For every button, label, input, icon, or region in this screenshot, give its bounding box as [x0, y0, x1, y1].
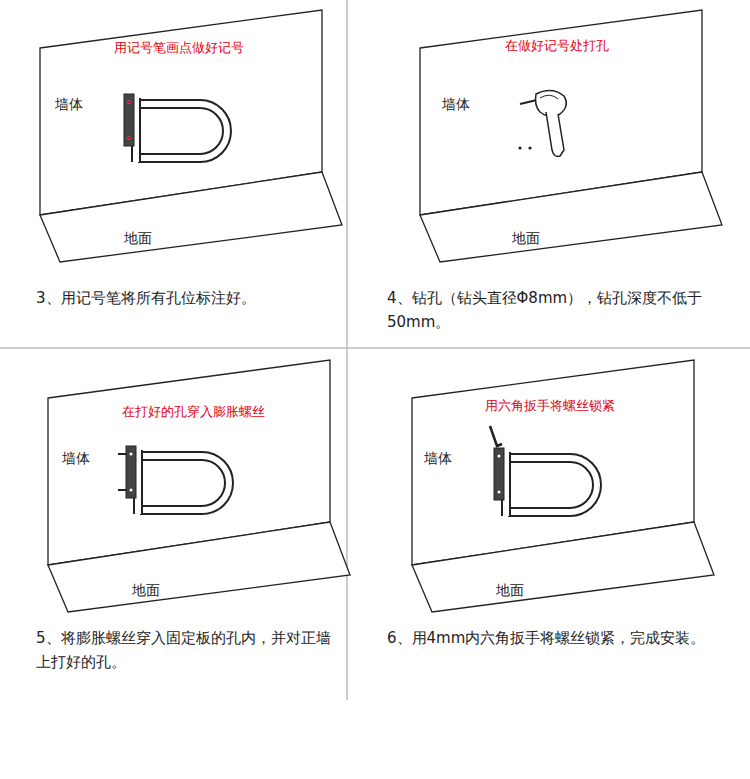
drill: [520, 90, 566, 156]
step-caption: 4、钻孔（钻头直径Φ8mm），钻孔深度不低于50mm。: [387, 286, 717, 334]
grab-bar: [126, 446, 229, 514]
divider: [346, 0, 348, 700]
grab-bar: [124, 94, 227, 162]
hex-wrench: [490, 426, 502, 446]
room: [420, 10, 722, 262]
wall-label: 墙体: [442, 96, 470, 113]
divider: [0, 347, 750, 349]
callout-note: 用六角扳手将螺丝锁紧: [483, 398, 617, 414]
wall-label: 墙体: [62, 450, 90, 467]
floor-label: 地面: [132, 582, 160, 599]
room: [48, 360, 350, 612]
wall-label: 墙体: [424, 450, 452, 467]
wall-label: 墙体: [55, 96, 83, 113]
callout-note: 用记号笔画点做好记号: [112, 40, 246, 56]
room: [40, 10, 342, 262]
floor-label: 地面: [496, 582, 524, 599]
room: [412, 360, 714, 612]
step-caption: 6、用4mm内六角扳手将螺丝锁紧，完成安装。: [387, 626, 717, 650]
callout-note: 在做好记号处打孔: [503, 38, 611, 54]
step-caption: 5、将膨胀螺丝穿入固定板的孔内，并对正墙上打好的孔。: [36, 626, 336, 674]
floor-label: 地面: [124, 230, 152, 247]
step-caption: 3、用记号笔将所有孔位标注好。: [36, 286, 336, 310]
floor-label: 地面: [512, 230, 540, 247]
grab-bar: [494, 448, 597, 516]
callout-note: 在打好的孔穿入膨胀螺丝: [120, 404, 267, 420]
